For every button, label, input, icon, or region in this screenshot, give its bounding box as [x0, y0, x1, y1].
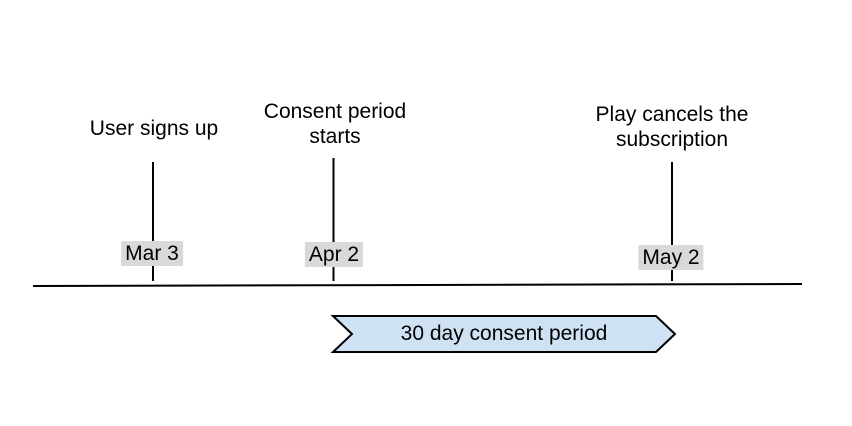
date-badge-mar-3: Mar 3: [121, 241, 183, 266]
milestone-label-user-signs-up: User signs up: [89, 117, 219, 140]
date-badge-apr-2: Apr 2: [304, 242, 364, 267]
date-badge-may-2: May 2: [638, 245, 704, 270]
consent-period-chevron: [330, 315, 677, 353]
milestone-label-play-cancels-subscription: Play cancels the subscription: [595, 103, 749, 151]
consent-period-banner-label: 30 day consent period: [400, 322, 608, 345]
milestone-label-consent-period-starts: Consent period starts: [263, 100, 407, 148]
timeline-axis: [32, 283, 803, 287]
